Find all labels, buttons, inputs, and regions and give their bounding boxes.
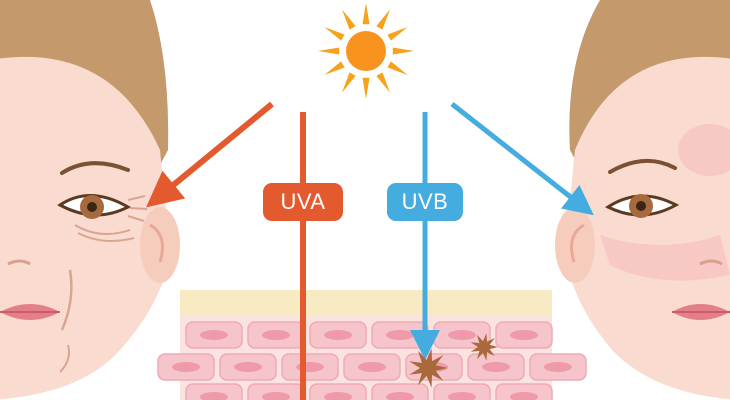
uva-label: UVA	[263, 183, 343, 221]
uva-rays	[146, 101, 306, 400]
sunburned-face-icon	[555, 0, 730, 400]
skin-cells	[157, 321, 587, 400]
damage-burst-icon	[409, 333, 498, 388]
sun-icon	[318, 3, 414, 99]
uvb-rays	[410, 102, 594, 360]
aged-face-icon	[0, 0, 180, 400]
skin-layer-icon	[157, 290, 587, 400]
uvb-arrow-to-face	[450, 102, 594, 216]
uvb-label: UVB	[387, 183, 463, 221]
uva-arrow-to-face	[146, 101, 274, 208]
